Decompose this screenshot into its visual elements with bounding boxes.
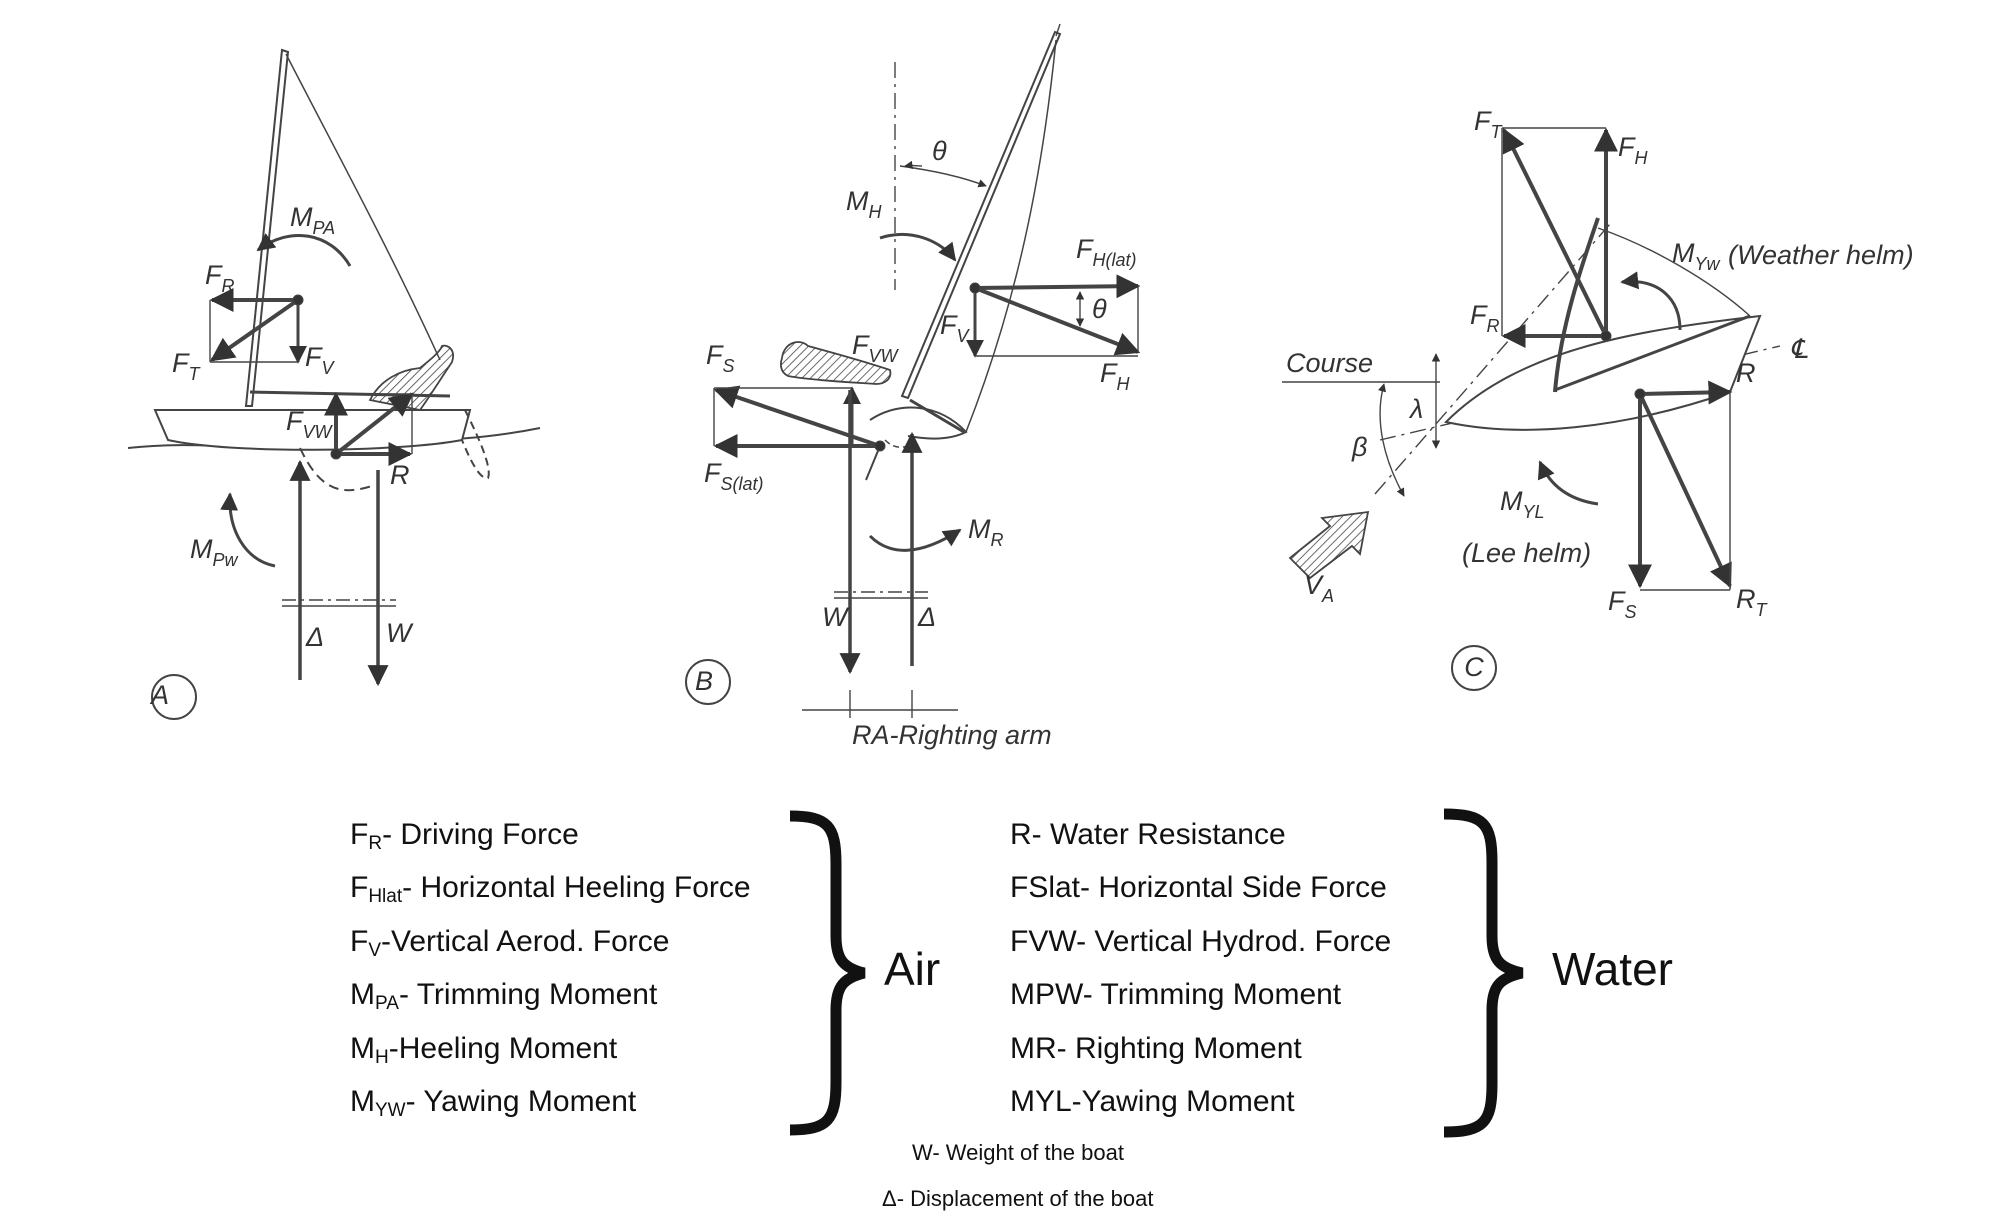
legend-water-item: MR- Righting Moment (1010, 1032, 1302, 1065)
panel-c-labels: C FT FH MYw (Weather helm) FR Course ℄ R… (1286, 106, 1914, 682)
air-brace (789, 810, 866, 1136)
label-a-mpa: MPA (290, 202, 335, 238)
label-c-weather-helm: (Weather helm) (1728, 240, 1914, 270)
panel-c (1282, 127, 1781, 691)
water-group-label: Water (1552, 943, 1673, 995)
legend-air-item: FR- Driving Force (350, 818, 579, 854)
panel-b-letter: B (695, 666, 713, 696)
panel-b (685, 23, 1141, 718)
legend-water-item: MYL-Yawing Moment (1010, 1085, 1295, 1118)
label-c-fs: FS (1608, 586, 1637, 622)
label-a-mpw: MPw (190, 534, 239, 570)
legend-air-item: MYW- Yawing Moment (350, 1085, 637, 1121)
label-a-r: R (390, 460, 410, 490)
label-c-fr: FR (1470, 300, 1500, 336)
label-b-mh: MH (846, 186, 883, 222)
label-a-fvw: FVW (286, 406, 334, 442)
panel-a-labels: A MPA FR FT FV FVW R MPw Δ W (149, 202, 414, 710)
label-b-fslat: FS(lat) (704, 458, 764, 494)
label-b-righting-arm: RA-Righting arm (852, 720, 1052, 750)
label-c-myw: MYw (1672, 238, 1721, 274)
label-c-beta: β (1351, 432, 1367, 462)
label-c-rt: RT (1736, 584, 1769, 620)
panel-b-labels: B θ MH FH(lat) θ FV FH FS FVW FS(lat) MR… (695, 136, 1137, 750)
panel-a (127, 48, 541, 720)
label-b-theta-mid: θ (1092, 294, 1107, 324)
air-group-label: Air (884, 943, 941, 995)
legend-water-item: FSlat- Horizontal Side Force (1010, 871, 1387, 904)
label-b-fh: FH (1100, 358, 1131, 394)
label-c-va: VA (1304, 570, 1334, 606)
label-b-fvw: FVW (852, 330, 900, 366)
note-weight: W- Weight of the boat (912, 1140, 1124, 1165)
label-c-r: R (1736, 358, 1756, 388)
legend-air-item: MPA- Trimming Moment (350, 978, 658, 1014)
label-a-ft: FT (172, 348, 202, 384)
label-c-fh: FH (1618, 132, 1649, 168)
label-c-centerline: ℄ (1790, 334, 1808, 364)
label-c-ft: FT (1474, 106, 1504, 142)
label-c-course: Course (1286, 348, 1373, 378)
label-b-fs: FS (706, 340, 735, 376)
legend-water-item: R- Water Resistance (1010, 818, 1286, 851)
note-displacement: Δ- Displacement of the boat (882, 1186, 1154, 1211)
label-c-lee-helm: (Lee helm) (1462, 538, 1591, 568)
label-c-lambda: λ (1408, 394, 1423, 424)
water-brace (1443, 808, 1524, 1138)
label-b-fv: FV (940, 310, 971, 346)
label-a-fv: FV (305, 342, 336, 378)
panel-a-letter: A (149, 680, 169, 710)
legend-water-item: FVW- Vertical Hydrod. Force (1010, 925, 1392, 958)
label-c-myl: MYL (1500, 486, 1545, 522)
label-b-w: W (822, 602, 850, 632)
panel-c-letter: C (1464, 652, 1484, 682)
legend-air-item: MH-Heeling Moment (350, 1032, 618, 1068)
legend-air-item: FV-Vertical Aerod. Force (350, 925, 670, 961)
label-a-delta: Δ (305, 622, 324, 652)
sailing-forces-diagram: A MPA FR FT FV FVW R MPw Δ W (127, 23, 1914, 750)
label-b-delta: Δ (917, 602, 936, 632)
label-b-theta-top: θ (932, 136, 947, 166)
label-a-fr: FR (205, 260, 235, 296)
label-b-fhlat: FH(lat) (1076, 234, 1137, 270)
label-b-mr: MR (968, 514, 1004, 550)
legend-air-item: FHlat- Horizontal Heeling Force (350, 871, 751, 907)
legend-water-item: MPW- Trimming Moment (1010, 978, 1342, 1011)
label-a-w: W (386, 618, 414, 648)
